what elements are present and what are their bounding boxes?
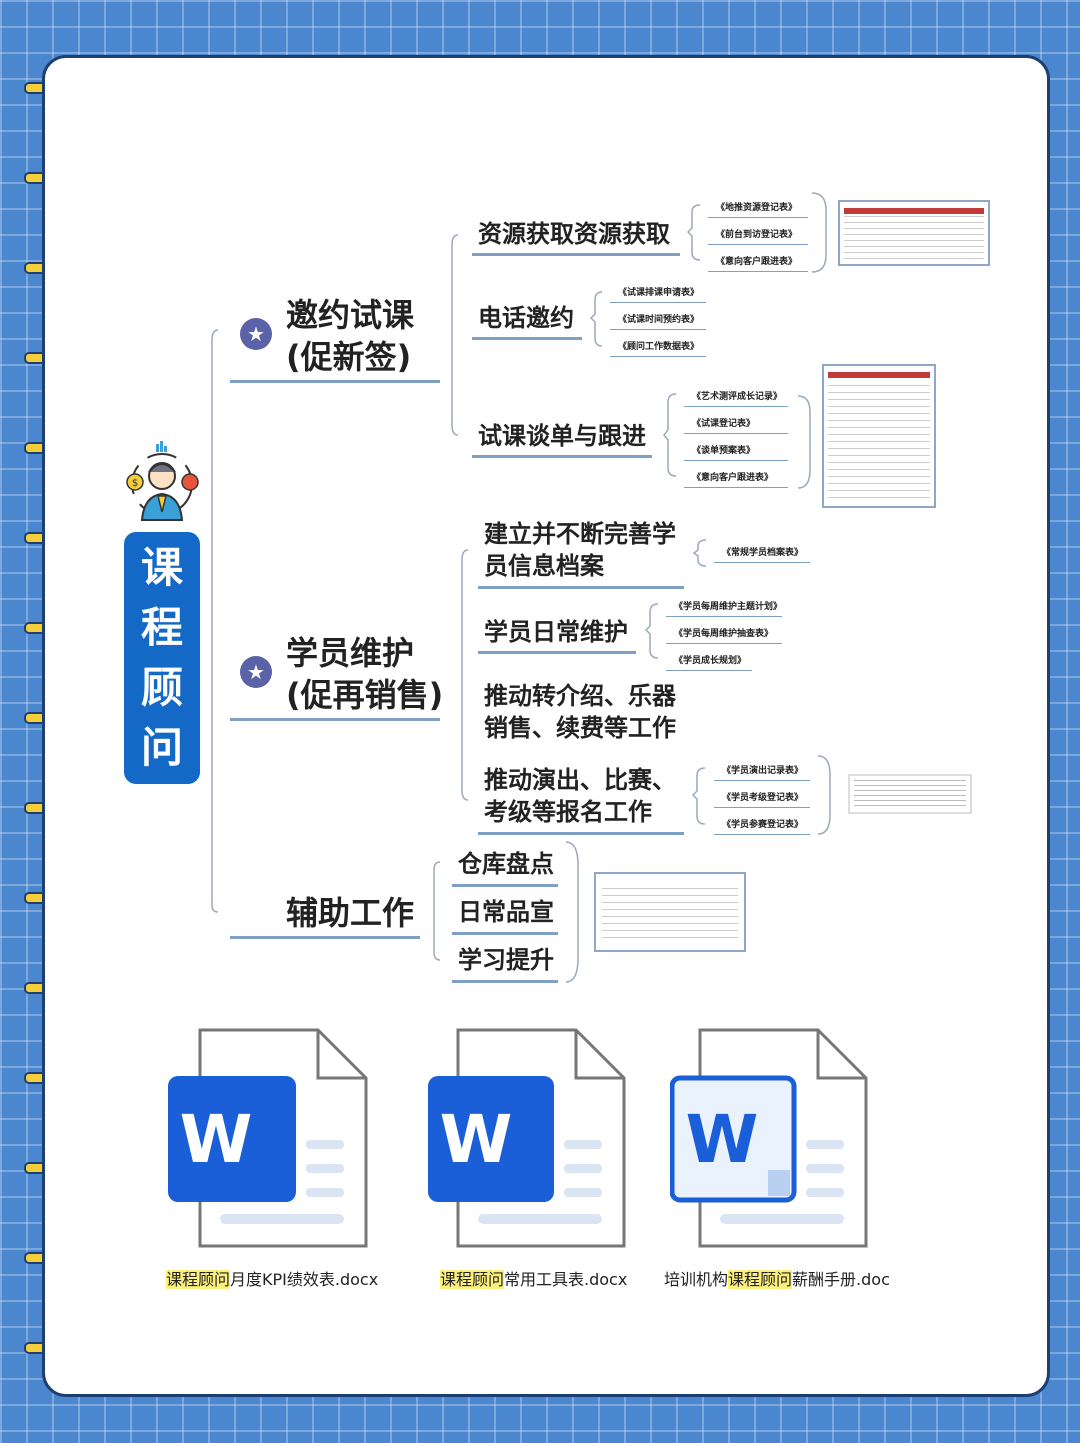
underline bbox=[714, 562, 810, 563]
file-name-highlight: 课程顾问 bbox=[166, 1270, 231, 1289]
underline bbox=[684, 487, 788, 488]
sub-resource: 资源获取资源获取 bbox=[478, 220, 670, 248]
node-invite: 邀约试课 (促新签) bbox=[286, 294, 414, 378]
star-icon: ★ bbox=[240, 318, 272, 350]
underline bbox=[230, 718, 440, 721]
sub-referral-line2: 销售、续费等工作 bbox=[484, 714, 676, 742]
title-char: 课 bbox=[140, 543, 183, 592]
node-maintain: 学员维护 (促再销售) bbox=[286, 632, 443, 716]
underline bbox=[472, 455, 652, 458]
file-name-rest: 常用工具表.docx bbox=[504, 1270, 628, 1289]
sub-study: 学习提升 bbox=[458, 946, 554, 974]
file-name-rest: 薪酬手册.doc bbox=[792, 1270, 890, 1289]
sub-warehouse: 仓库盘点 bbox=[458, 850, 554, 878]
node-maintain-line2: (促再销售) bbox=[286, 676, 444, 714]
underline bbox=[684, 433, 788, 434]
leaf-item: 《试课排课申请表》 bbox=[618, 288, 700, 298]
word-doc-icon[interactable]: W bbox=[168, 1028, 368, 1254]
leaf-item: 《试课登记表》 bbox=[692, 419, 756, 429]
underline bbox=[478, 651, 636, 654]
sub-referral-line1: 推动转介绍、乐器 bbox=[484, 682, 676, 710]
underline bbox=[708, 271, 808, 272]
file-name[interactable]: 培训机构课程顾问薪酬手册.doc bbox=[664, 1266, 890, 1290]
underline bbox=[452, 884, 558, 887]
title-char: 顾 bbox=[140, 663, 183, 712]
sub-perform: 推动演出、比赛、 考级等报名工作 bbox=[484, 764, 676, 828]
sub-publicity: 日常品宣 bbox=[458, 898, 554, 926]
underline bbox=[684, 406, 788, 407]
svg-text:$: $ bbox=[132, 478, 138, 489]
underline bbox=[714, 807, 810, 808]
word-doc-icon[interactable]: W bbox=[428, 1028, 628, 1254]
underline bbox=[230, 936, 420, 939]
sub-archive-line1: 建立并不断完善学 bbox=[484, 520, 676, 548]
sub-trial: 试课谈单与跟进 bbox=[478, 422, 646, 450]
sub-perform-line1: 推动演出、比赛、 bbox=[484, 766, 676, 794]
consultant-avatar-icon: $ bbox=[126, 441, 199, 521]
underline bbox=[472, 253, 680, 256]
underline bbox=[478, 586, 684, 589]
sub-daily: 学员日常维护 bbox=[484, 618, 628, 646]
node-invite-line1: 邀约试课 bbox=[286, 296, 415, 334]
star-icon: ★ bbox=[240, 656, 272, 688]
sub-archive: 建立并不断完善学 员信息档案 bbox=[484, 518, 676, 582]
title-block: 课 程 顾 问 bbox=[124, 532, 200, 784]
underline bbox=[610, 329, 706, 330]
leaf-item: 《常规学员档案表》 bbox=[722, 548, 804, 558]
underline bbox=[452, 980, 558, 983]
underline bbox=[666, 670, 752, 671]
spreadsheet-thumbnail bbox=[822, 364, 936, 508]
leaf-item: 《谈单预案表》 bbox=[692, 446, 756, 456]
sub-phone: 电话邀约 bbox=[478, 304, 574, 332]
leaf-item: 《学员演出记录表》 bbox=[722, 766, 804, 776]
underline bbox=[714, 780, 810, 781]
node-aux: 辅助工作 bbox=[286, 894, 415, 932]
file-name-prefix: 培训机构 bbox=[664, 1270, 729, 1289]
word-letter: W bbox=[439, 1100, 513, 1178]
leaf-item: 《学员考级登记表》 bbox=[722, 793, 804, 803]
sub-referral: 推动转介绍、乐器 销售、续费等工作 bbox=[484, 680, 676, 744]
node-invite-line2: (促新签) bbox=[286, 338, 412, 376]
sub-perform-line2: 考级等报名工作 bbox=[484, 798, 652, 826]
leaf-item: 《前台到访登记表》 bbox=[716, 230, 798, 240]
underline bbox=[472, 337, 582, 340]
underline bbox=[684, 460, 788, 461]
underline bbox=[452, 932, 558, 935]
file-name[interactable]: 课程顾问月度KPI绩效表.docx bbox=[166, 1266, 378, 1290]
leaf-item: 《艺术测评成长记录》 bbox=[692, 392, 783, 402]
file-name-highlight: 课程顾问 bbox=[440, 1270, 505, 1289]
sub-archive-line2: 员信息档案 bbox=[484, 552, 604, 580]
file-name[interactable]: 课程顾问常用工具表.docx bbox=[440, 1266, 627, 1290]
underline bbox=[610, 302, 706, 303]
leaf-item: 《地推资源登记表》 bbox=[716, 203, 798, 213]
spreadsheet-thumbnail bbox=[594, 872, 746, 952]
file-name-highlight: 课程顾问 bbox=[728, 1270, 793, 1289]
underline bbox=[708, 217, 808, 218]
leaf-item: 《顾问工作数据表》 bbox=[618, 342, 700, 352]
file-name-rest: 月度KPI绩效表.docx bbox=[230, 1270, 379, 1289]
underline bbox=[708, 244, 808, 245]
leaf-item: 《学员每周维护主题计划》 bbox=[674, 602, 783, 612]
leaf-item: 《学员参赛登记表》 bbox=[722, 820, 804, 830]
word-doc-icon[interactable]: W bbox=[669, 1028, 870, 1254]
leaf-item: 《意向客户跟进表》 bbox=[692, 473, 774, 483]
underline bbox=[714, 834, 810, 835]
word-letter: W bbox=[179, 1100, 253, 1178]
underline bbox=[478, 832, 684, 835]
underline bbox=[666, 616, 782, 617]
title-char: 问 bbox=[140, 723, 183, 772]
leaf-item: 《学员每周维护抽查表》 bbox=[674, 629, 774, 639]
spreadsheet-thumbnail bbox=[838, 200, 990, 266]
word-letter: W bbox=[685, 1100, 759, 1178]
spreadsheet-thumbnail bbox=[848, 774, 972, 814]
leaf-item: 《学员成长规划》 bbox=[674, 656, 747, 666]
underline bbox=[666, 643, 782, 644]
underline bbox=[610, 356, 706, 357]
leaf-item: 《试课时间预约表》 bbox=[618, 315, 700, 325]
underline bbox=[230, 380, 440, 383]
node-maintain-line1: 学员维护 bbox=[286, 634, 415, 672]
title-char: 程 bbox=[140, 603, 183, 652]
leaf-item: 《意向客户跟进表》 bbox=[716, 257, 798, 267]
